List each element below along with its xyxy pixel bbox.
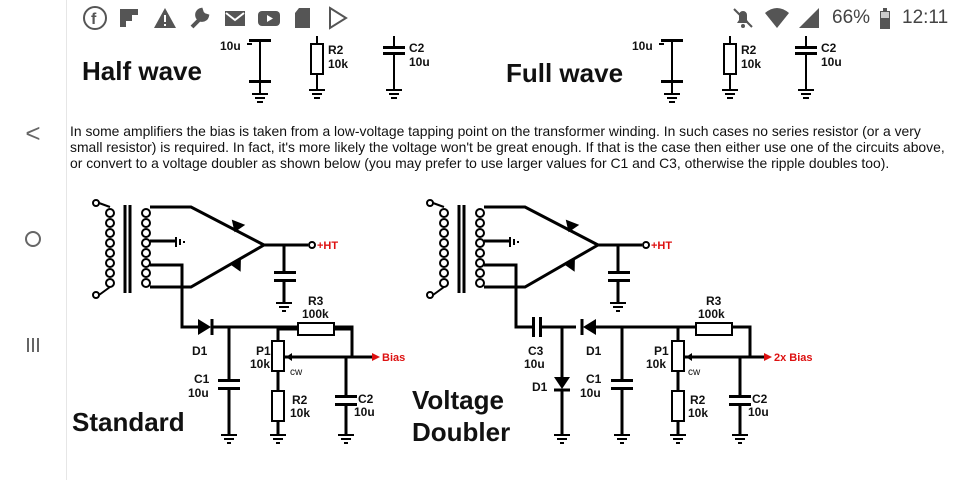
standard-ht-label: +HT	[317, 240, 338, 252]
c2-label-2: C2	[821, 41, 837, 55]
doubler-c2-label: C2	[752, 392, 768, 406]
article-paragraph: In some amplifiers the bias is taken fro…	[70, 123, 945, 171]
c2-value-2: 10u	[821, 55, 842, 69]
doubler-r3-label: R3	[706, 294, 722, 308]
half-wave-resistor: R2 10k	[309, 36, 348, 99]
navigation-rail: <	[0, 0, 67, 480]
battery-percent: 66%	[832, 7, 871, 28]
standard-c1-label: C1	[194, 372, 210, 386]
r2-label: R2	[328, 43, 344, 57]
r2-value-2: 10k	[741, 57, 761, 71]
doubler-r3-value: 100k	[698, 307, 725, 321]
standard-c2-label: C2	[358, 392, 374, 406]
standard-r3-label: R3	[308, 294, 324, 308]
doubler-c3-value: 10u	[524, 357, 545, 371]
cap-value-2: 10u	[632, 39, 653, 53]
half-wave-label: Half wave	[82, 56, 202, 86]
doubler-cw-label: cw	[688, 367, 701, 378]
clock: 12:11	[902, 7, 949, 28]
home-icon	[25, 231, 41, 247]
back-icon: <	[25, 118, 41, 148]
c2-label: C2	[409, 41, 425, 55]
back-button[interactable]: <	[18, 118, 48, 148]
standard-r2-value: 10k	[290, 406, 310, 420]
gmail-icon	[225, 11, 245, 26]
cap-value: 10u	[220, 39, 241, 53]
standard-title: Standard	[72, 407, 185, 437]
standard-c2-value: 10u	[354, 405, 375, 419]
doubler-r2-label: R2	[690, 393, 706, 407]
r2-value: 10k	[328, 57, 348, 71]
signal-icon	[799, 8, 819, 28]
standard-bias-label: Bias	[382, 352, 405, 364]
doubler-c1-value: 10u	[580, 386, 601, 400]
mute-icon	[733, 8, 753, 28]
recents-icon	[27, 338, 39, 352]
standard-circuit: +HT D1 R3 100k C1 10u P1 10k cw R2 10k	[72, 199, 405, 444]
doubler-d1-label: D1	[586, 344, 602, 358]
standard-c1-value: 10u	[188, 386, 209, 400]
doubler-ht-label: +HT	[651, 240, 672, 252]
top-figure: Half wave 10u R2 10k C2 10u Full wave 10…	[82, 36, 842, 103]
recents-button[interactable]	[18, 330, 48, 360]
alert-icon	[154, 8, 176, 28]
doubler-c2-value: 10u	[748, 405, 769, 419]
full-wave-resistor: R2 10k	[722, 36, 761, 99]
r2-label-2: R2	[741, 43, 757, 57]
doubler-c3-label: C3	[528, 344, 544, 358]
wrench-icon	[190, 7, 210, 29]
doubler-d1-lower-label: D1	[532, 380, 548, 394]
doubler-title-line2: Doubler	[412, 417, 510, 447]
standard-cw-label: cw	[290, 367, 303, 378]
sd-card-icon	[295, 8, 310, 28]
battery-icon	[880, 8, 890, 29]
doubler-r2-value: 10k	[688, 406, 708, 420]
half-wave-capacitor: 10u	[220, 39, 271, 103]
standard-r3-value: 100k	[302, 307, 329, 321]
c2-value: 10u	[409, 55, 430, 69]
doubler-c1-label: C1	[586, 372, 602, 386]
flipboard-icon	[120, 9, 138, 27]
facebook-icon: f	[83, 6, 107, 30]
status-bar: f 66% 12:11	[66, 0, 960, 36]
full-wave-label: Full wave	[506, 58, 623, 88]
full-wave-c2: C2 10u	[795, 36, 842, 99]
youtube-icon	[258, 11, 280, 26]
doubler-p1-value: 10k	[646, 357, 666, 371]
doubler-title-line1: Voltage	[412, 385, 504, 415]
standard-d1-label: D1	[192, 344, 208, 358]
home-button[interactable]	[18, 224, 48, 254]
svg-text:f: f	[91, 11, 97, 28]
schematics-figure: +HT D1 R3 100k C1 10u P1 10k cw R2 10k	[72, 199, 813, 447]
standard-p1-label: P1	[256, 344, 271, 358]
doubler-circuit: +HT C3 10u D1 D1 R3 100k C1 10u P1	[412, 199, 813, 447]
wifi-icon	[765, 8, 789, 28]
doubler-bias-label: 2x Bias	[774, 352, 813, 364]
half-wave-c2: C2 10u	[383, 36, 430, 99]
standard-p1-value: 10k	[250, 357, 270, 371]
doubler-p1-label: P1	[654, 344, 669, 358]
standard-r2-label: R2	[292, 393, 308, 407]
play-store-icon	[329, 6, 348, 30]
full-wave-capacitor: 10u	[632, 39, 683, 103]
